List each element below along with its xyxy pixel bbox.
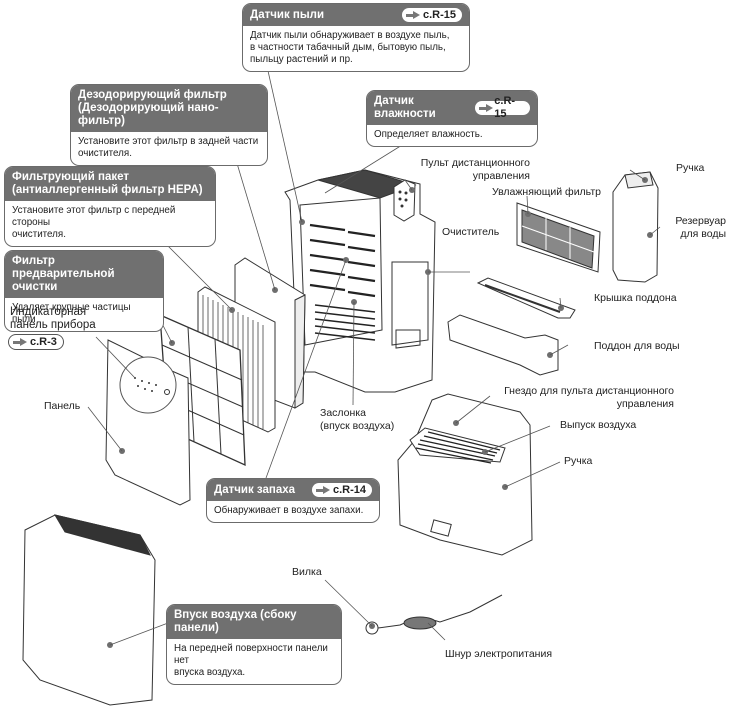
right-arrow-icon [315,485,330,495]
callout-text: Установите этот фильтр в задней части оч… [78,136,259,159]
indicator-panel-reference-link[interactable]: c.R-3 [8,334,64,350]
label-water-tray: Поддон для воды [594,340,680,352]
water-tray-drawing [447,314,559,376]
callout-prefilter: Фильтр предварительной очистки Удаляет к… [4,250,164,332]
label-tray-cover: Крышка поддона [594,292,677,304]
label-purifier: Очиститель [442,226,500,238]
right-arrow-icon [478,103,493,113]
purifier-rear-drawing [397,393,533,556]
callout-title: Датчик запаха [214,483,296,496]
page-reference-link[interactable]: c.R-14 [311,483,372,497]
label-panel: Панель [44,400,81,412]
label-remote-holder: Гнездо для пульта дистанционного управле… [504,385,674,410]
callout-text: На передней поверхности панели нет впуск… [174,643,328,678]
callout-text: Установите этот фильтр с передней сторон… [12,205,176,240]
right-arrow-icon [13,337,27,347]
purifier-front-drawing [22,514,156,706]
callout-title: Фильтр предварительной очистки [12,255,115,293]
callout-title: Впуск воздуха (сбоку панели) [174,609,297,634]
callout-dust-sensor: Датчик пыли c.R-15 Датчик пыли обнаружив… [242,3,470,72]
purifier-body-drawing [284,169,436,393]
label-water-tank: Резервуар для воды [675,215,726,240]
callout-text: Удаляет крупные частицы пыли [12,302,131,325]
label-power-cord: Шнур электропитания [445,648,553,660]
label-air-outlet: Выпуск воздуха [560,419,637,431]
label-plug: Вилка [292,566,322,578]
remote-drawing [393,179,416,222]
callout-humidity-sensor: Датчик влажности c.R-15 Определяет влажн… [366,90,538,147]
tray-cover-drawing [476,277,576,319]
callout-hepa-filter: Фильтрующий пакет (антиаллергенный фильт… [4,166,216,247]
callout-title: Дезодорирующий фильтр (Дезодорирующий на… [78,89,227,127]
label-humidifying-filter: Увлажняющий фильтр [492,186,601,198]
callout-deodorizing-filter: Дезодорирующий фильтр (Дезодорирующий на… [70,84,268,166]
callout-text: Датчик пыли обнаруживает в воздухе пыль,… [250,30,450,65]
water-tank-drawing [612,171,659,283]
label-damper: Заслонка (впуск воздуха) [320,407,395,432]
label-indicator-panel: Индикаторная панель прибора [10,306,96,331]
callout-text: Определяет влажность. [374,129,483,140]
callout-title: Фильтрующий пакет (антиаллергенный фильт… [12,171,203,196]
label-handle-unit: Ручка [564,455,593,467]
page-reference-link[interactable]: c.R-15 [401,8,462,22]
label-remote: Пульт дистанционного управления [420,157,530,182]
callout-side-air-intake: Впуск воздуха (сбоку панели) На передней… [166,604,342,685]
page-reference-link[interactable]: c.R-15 [474,95,530,120]
callout-text: Обнаруживает в воздухе запахи. [214,505,364,516]
label-handle-tank: Ручка [676,162,705,174]
humidifying-filter-drawing [516,202,601,273]
right-arrow-icon [405,10,420,20]
callout-title: Датчик влажности [374,95,436,120]
front-panel-drawing [105,339,191,506]
power-cord-drawing [365,594,503,635]
callout-odor-sensor: Датчик запаха c.R-14 Обнаруживает в возд… [206,478,380,523]
callout-title: Датчик пыли [250,8,325,21]
